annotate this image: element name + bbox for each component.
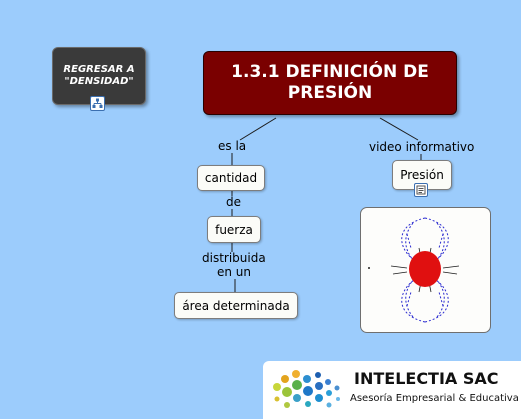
back-node-label: REGRESAR A "DENSIDAD" (63, 64, 135, 87)
hierarchy-icon[interactable] (90, 96, 105, 111)
concept-area-label: área determinada (182, 298, 290, 313)
link-video-informativo: video informativo (369, 140, 475, 154)
link-en-un: en un (217, 265, 252, 279)
concept-cantidad[interactable]: cantidad (197, 165, 265, 191)
concept-fuerza-label: fuerza (215, 222, 253, 237)
document-icon[interactable] (414, 183, 428, 197)
pressure-image-panel (360, 207, 491, 333)
title-label: 1.3.1 DEFINICIÓN DE PRESIÓN (231, 62, 429, 103)
logo-company-name: INTELECTIA SAC (354, 369, 499, 388)
concept-presion-label: Presión (400, 168, 444, 182)
back-to-density-node[interactable]: REGRESAR A "DENSIDAD" (52, 47, 146, 105)
concept-area-determinada[interactable]: área determinada (174, 292, 298, 319)
intelectia-logo-icon (273, 370, 340, 408)
title-node: 1.3.1 DEFINICIÓN DE PRESIÓN (203, 51, 457, 115)
pressure-field-icon (368, 217, 460, 323)
concept-cantidad-label: cantidad (204, 171, 258, 185)
link-de: de (226, 195, 241, 209)
logo-tagline: Asesoría Empresarial & Educativa (350, 393, 519, 404)
concept-fuerza[interactable]: fuerza (207, 216, 261, 243)
intelectia-logo: INTELECTIA SAC Asesoría Empresarial & Ed… (263, 361, 521, 419)
link-distribuida: distribuida (202, 251, 266, 265)
link-es-la: es la (218, 139, 247, 153)
